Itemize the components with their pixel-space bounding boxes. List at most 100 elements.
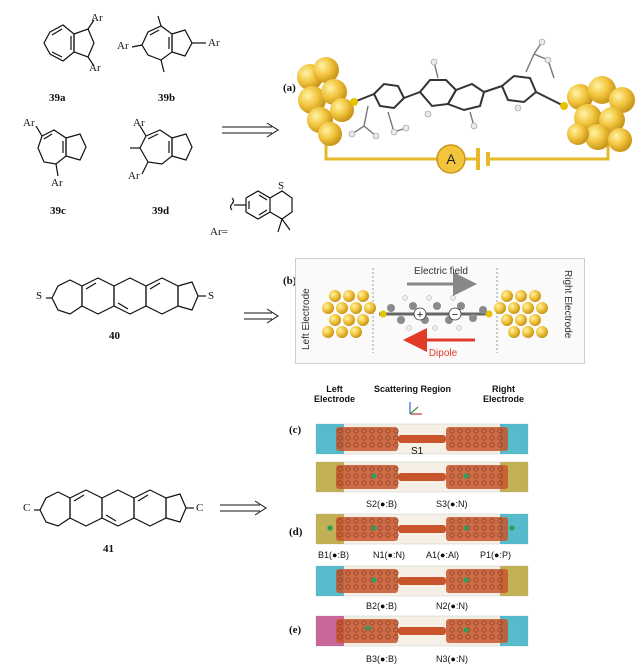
- carbon-ring: [345, 627, 351, 633]
- electric-field-label: Electric field: [414, 266, 468, 277]
- carbon-ring: [369, 620, 375, 626]
- carbon-ring: [385, 634, 391, 640]
- carbon-ring: [489, 473, 495, 479]
- carbon-ring: [353, 442, 359, 448]
- carbon-ring: [385, 525, 391, 531]
- carbon-ring: [377, 627, 383, 633]
- carbon-ring: [361, 577, 367, 583]
- panel-label-d: (d): [289, 526, 303, 538]
- carbon-ring: [465, 428, 471, 434]
- carbon-ring: [377, 577, 383, 583]
- ar-definition-label: Ar=: [210, 226, 228, 238]
- dopant-atom: [463, 627, 469, 633]
- carbon-ring: [481, 525, 487, 531]
- carbon-ring: [369, 634, 375, 640]
- carbon-ring: [465, 466, 471, 472]
- carbon-ring: [497, 627, 503, 633]
- carbon-ring: [449, 435, 455, 441]
- carbon-ring: [353, 570, 359, 576]
- carbon-ring: [337, 627, 343, 633]
- device-row-3: [315, 513, 529, 545]
- carbon-ring: [393, 442, 399, 448]
- carbon-ring: [449, 525, 455, 531]
- carbon-ring: [361, 466, 367, 472]
- arrow-to-panel-b: [244, 308, 279, 324]
- device-strips: [315, 423, 529, 647]
- carbon-ring: [393, 577, 399, 583]
- carbon-ring: [385, 428, 391, 434]
- carbon-ring: [377, 435, 383, 441]
- carbon-ring: [337, 532, 343, 538]
- carbon-ring: [385, 435, 391, 441]
- left-electrode-label: Left Electrode: [301, 288, 312, 350]
- carbon-ring: [497, 584, 503, 590]
- carbon-ring: [385, 584, 391, 590]
- compound-label-39d: 39d: [152, 205, 170, 217]
- carbon-ring: [393, 480, 399, 486]
- carbon-ring: [481, 620, 487, 626]
- structure-39b: [131, 15, 206, 73]
- carbon-ring: [385, 442, 391, 448]
- carbon-ring: [345, 570, 351, 576]
- carbon-ring: [385, 577, 391, 583]
- dopant-atom: [371, 577, 377, 583]
- carbon-ring: [377, 480, 383, 486]
- dopant-atom: [463, 473, 469, 479]
- carbon-ring: [345, 466, 351, 472]
- carbon-ring: [481, 627, 487, 633]
- carbon-ring: [337, 518, 343, 524]
- carbon-ring: [353, 577, 359, 583]
- carbon-ring: [353, 525, 359, 531]
- device-label-s3: S3(●:N): [436, 499, 468, 509]
- carbon-ring: [457, 466, 463, 472]
- carbon-ring: [473, 532, 479, 538]
- carbon-ring: [361, 570, 367, 576]
- device-label-b1: B1(●:B): [318, 550, 349, 560]
- axis-indicator-icon: [409, 402, 422, 415]
- device-label-s1: S1: [411, 446, 424, 457]
- carbon-ring: [377, 532, 383, 538]
- carbon-ring: [337, 466, 343, 472]
- carbon-ring: [497, 442, 503, 448]
- carbon-ring: [353, 620, 359, 626]
- bridge-molecule: [398, 435, 446, 443]
- carbon-ring: [473, 570, 479, 576]
- left-gold-electrode: [297, 57, 354, 146]
- left-flake: [336, 569, 398, 593]
- hydrogen-atoms: [348, 38, 552, 140]
- left-flake: [336, 517, 398, 541]
- carbon-ring: [393, 584, 399, 590]
- dopant-atom: [371, 525, 377, 531]
- carbon-ring: [345, 634, 351, 640]
- carbon-ring: [457, 428, 463, 434]
- carbon-ring: [449, 442, 455, 448]
- carbon-ring: [393, 634, 399, 640]
- carbon-ring: [361, 473, 367, 479]
- carbon-ring: [457, 525, 463, 531]
- carbon-ring: [489, 518, 495, 524]
- right-electrode-header: Right Electrode: [483, 384, 525, 404]
- carbon-ring: [457, 634, 463, 640]
- carbon-ring: [489, 435, 495, 441]
- carbon-ring: [361, 584, 367, 590]
- carbon-ring: [489, 627, 495, 633]
- carbon-ring: [481, 634, 487, 640]
- structure-41: [34, 489, 194, 527]
- carbon-ring: [393, 518, 399, 524]
- carbon-ring: [353, 428, 359, 434]
- carbon-ring: [377, 634, 383, 640]
- carbon-ring: [369, 428, 375, 434]
- carbon-ring: [497, 525, 503, 531]
- carbon-ring: [481, 480, 487, 486]
- sulfur-label: S: [36, 290, 43, 302]
- bridge-molecule: [398, 525, 446, 533]
- ar-label: Ar: [208, 37, 220, 49]
- device-label-s2: S2(●:B): [366, 499, 397, 509]
- carbon-ring: [457, 577, 463, 583]
- compound-label-39a: 39a: [49, 92, 66, 104]
- right-flake: [446, 517, 508, 541]
- carbon-ring: [465, 634, 471, 640]
- carbon-ring: [457, 518, 463, 524]
- svg-text:−: −: [452, 309, 458, 321]
- panel-label-c: (c): [289, 424, 302, 436]
